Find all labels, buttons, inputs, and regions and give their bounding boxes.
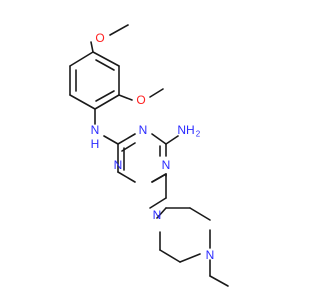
bond (149, 197, 167, 209)
molecule-svg: O O N H N N N NH 2 N N (69, 24, 229, 287)
bond (209, 275, 229, 287)
atom-label-n-piperazine: N (206, 248, 215, 262)
bond (165, 135, 179, 145)
bond (117, 133, 136, 145)
bond (149, 88, 164, 98)
bond (159, 249, 181, 263)
bond (179, 253, 201, 263)
bond (151, 133, 167, 145)
bond (69, 51, 94, 67)
bond (95, 59, 115, 71)
bond (151, 173, 167, 183)
bond (95, 90, 115, 102)
atom-label-o: O (136, 93, 145, 107)
bond (103, 135, 119, 145)
atom-label-nh2: NH (177, 123, 194, 137)
atom-label-n: N (139, 123, 148, 137)
bond (92, 51, 120, 67)
bond (189, 207, 211, 221)
bond (156, 207, 167, 219)
bond (109, 24, 129, 36)
atom-label-n-piperazine: N (153, 208, 162, 222)
bond (117, 171, 136, 183)
atom-label-o: O (95, 31, 104, 45)
bond (69, 94, 96, 110)
bond (90, 41, 94, 53)
bond (94, 94, 120, 110)
atom-label-n: N (114, 158, 123, 172)
atom-label-n: N (162, 158, 171, 172)
atom-label-nh: N (91, 123, 100, 137)
atom-label-nh2-subscript: 2 (196, 130, 201, 139)
structure-diagram: O O N H N N N NH 2 N N (69, 24, 229, 287)
bond (118, 94, 133, 101)
atom-label-h: H (91, 137, 100, 151)
